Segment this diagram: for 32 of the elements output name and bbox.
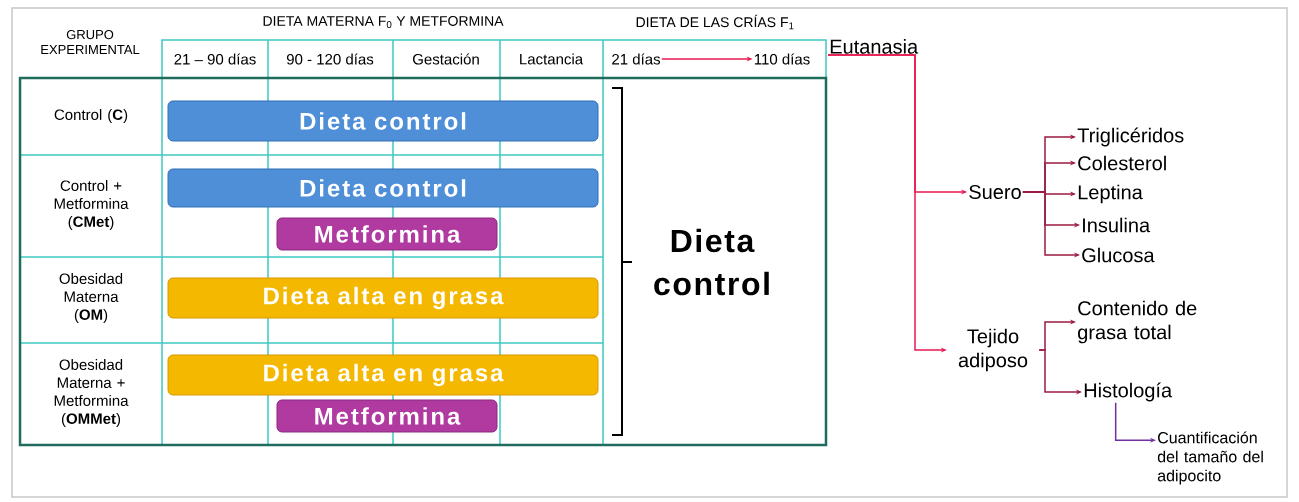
diet-bar: Metformina xyxy=(276,217,498,251)
diet-bar: Dieta control xyxy=(167,100,599,142)
column-header: Gestación xyxy=(413,53,479,65)
diet-bar: Metformina xyxy=(276,399,498,433)
node-label: Contenido de grasa total xyxy=(1078,300,1197,344)
node-label: 110 días xyxy=(754,53,810,65)
node-label: Leptina xyxy=(1078,184,1143,204)
node-label: Glucosa xyxy=(1082,247,1155,263)
row-label: Control + Metformina (CMet) xyxy=(54,180,129,230)
diet-label: Dieta control xyxy=(654,228,769,296)
node-label: Cuantificación del tamaño del adipocito xyxy=(1157,431,1263,485)
node-label: Histología xyxy=(1084,382,1173,402)
node-label: Triglicéridos xyxy=(1077,127,1184,147)
column-header: GRUPO EXPERIMENTAL xyxy=(41,29,140,55)
column-header: DIETA DE LAS CRÍAS F$_{1}$ xyxy=(636,14,794,30)
column-header: Lactancia xyxy=(520,53,584,65)
diet-bar: Dieta alta en grasa xyxy=(167,277,599,319)
diet-bar: Dieta alta en grasa xyxy=(167,354,599,396)
node-label: 21 días xyxy=(612,53,661,65)
diet-bar: Dieta control xyxy=(167,168,599,208)
row-label: Control (C) xyxy=(54,109,128,123)
row-label: Obesidad Materna + Metformina (OMMet) xyxy=(54,359,129,427)
column-header: DIETA MATERNA F$_{0}$ Y METFORMINA xyxy=(263,15,504,28)
node-label: Tejido adiposo xyxy=(958,328,1028,372)
arrow xyxy=(1114,401,1156,443)
row-label: Obesidad Materna (OM) xyxy=(59,273,123,323)
node-label: Eutanasia xyxy=(830,39,919,54)
column-header: 21 – 90 días xyxy=(174,53,256,65)
column-header: 90 - 120 días xyxy=(286,53,374,65)
node-label: Colesterol xyxy=(1078,155,1166,171)
node-label: Suero xyxy=(969,184,1021,200)
node-label: Insulina xyxy=(1083,217,1151,233)
